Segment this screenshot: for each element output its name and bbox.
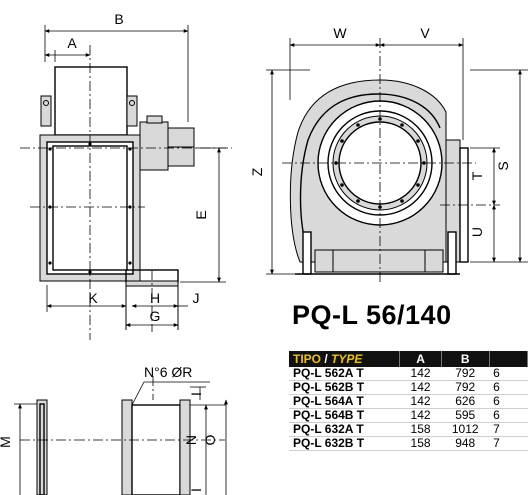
dim-label-a: A — [67, 35, 77, 51]
table-row: PQ-L 562A T 142 792 6 — [289, 367, 528, 381]
dim-label-v: V — [420, 25, 430, 41]
spec-table-header: TIPO / TYPE A B — [289, 351, 528, 367]
front-view: W V Z S T U — [249, 25, 528, 282]
header-a: A — [399, 351, 442, 367]
spec-table: TIPO / TYPE A B PQ-L 562A T 142 792 6 PQ… — [289, 351, 528, 451]
table-row: PQ-L 632A T 158 1012 7 — [289, 422, 528, 437]
side-view: B A E K H G J — [20, 11, 232, 340]
table-row: PQ-L 632B T 158 948 7 — [289, 436, 528, 451]
dim-label-s: S — [495, 161, 511, 170]
dim-label-w: W — [333, 25, 347, 41]
dim-label-h: H — [150, 290, 160, 306]
dim-label-e: E — [193, 210, 209, 219]
dim-label-o: O — [202, 434, 218, 445]
dim-label-i-bottom: I — [188, 488, 204, 492]
model-title: PQ-L 56/140 — [292, 300, 452, 330]
header-b: B — [441, 351, 490, 367]
header-tipo: TIPO / TYPE — [289, 351, 401, 367]
dim-label-z: Z — [249, 167, 265, 176]
holes-label: N°6 ØR — [144, 364, 192, 380]
dim-label-n: N — [183, 435, 199, 445]
table-row: PQ-L 562B T 142 792 6 — [289, 380, 528, 395]
dim-label-t: T — [469, 171, 485, 180]
table-row: PQ-L 564A T 142 626 6 — [289, 394, 528, 409]
header-c — [489, 351, 528, 367]
dim-label-i-top: I — [188, 392, 204, 396]
dim-label-k: K — [88, 290, 98, 306]
dim-label-u: U — [469, 227, 485, 237]
dim-label-g: G — [150, 308, 161, 324]
dim-label-b: B — [114, 11, 123, 27]
dim-label-m: M — [0, 436, 13, 448]
table-row: PQ-L 564B T 142 595 6 — [289, 408, 528, 423]
flange-side-view: M — [0, 399, 75, 495]
dim-label-j: J — [193, 290, 200, 306]
outlet-flange-view: N°6 ØR I I N O — [75, 364, 228, 495]
